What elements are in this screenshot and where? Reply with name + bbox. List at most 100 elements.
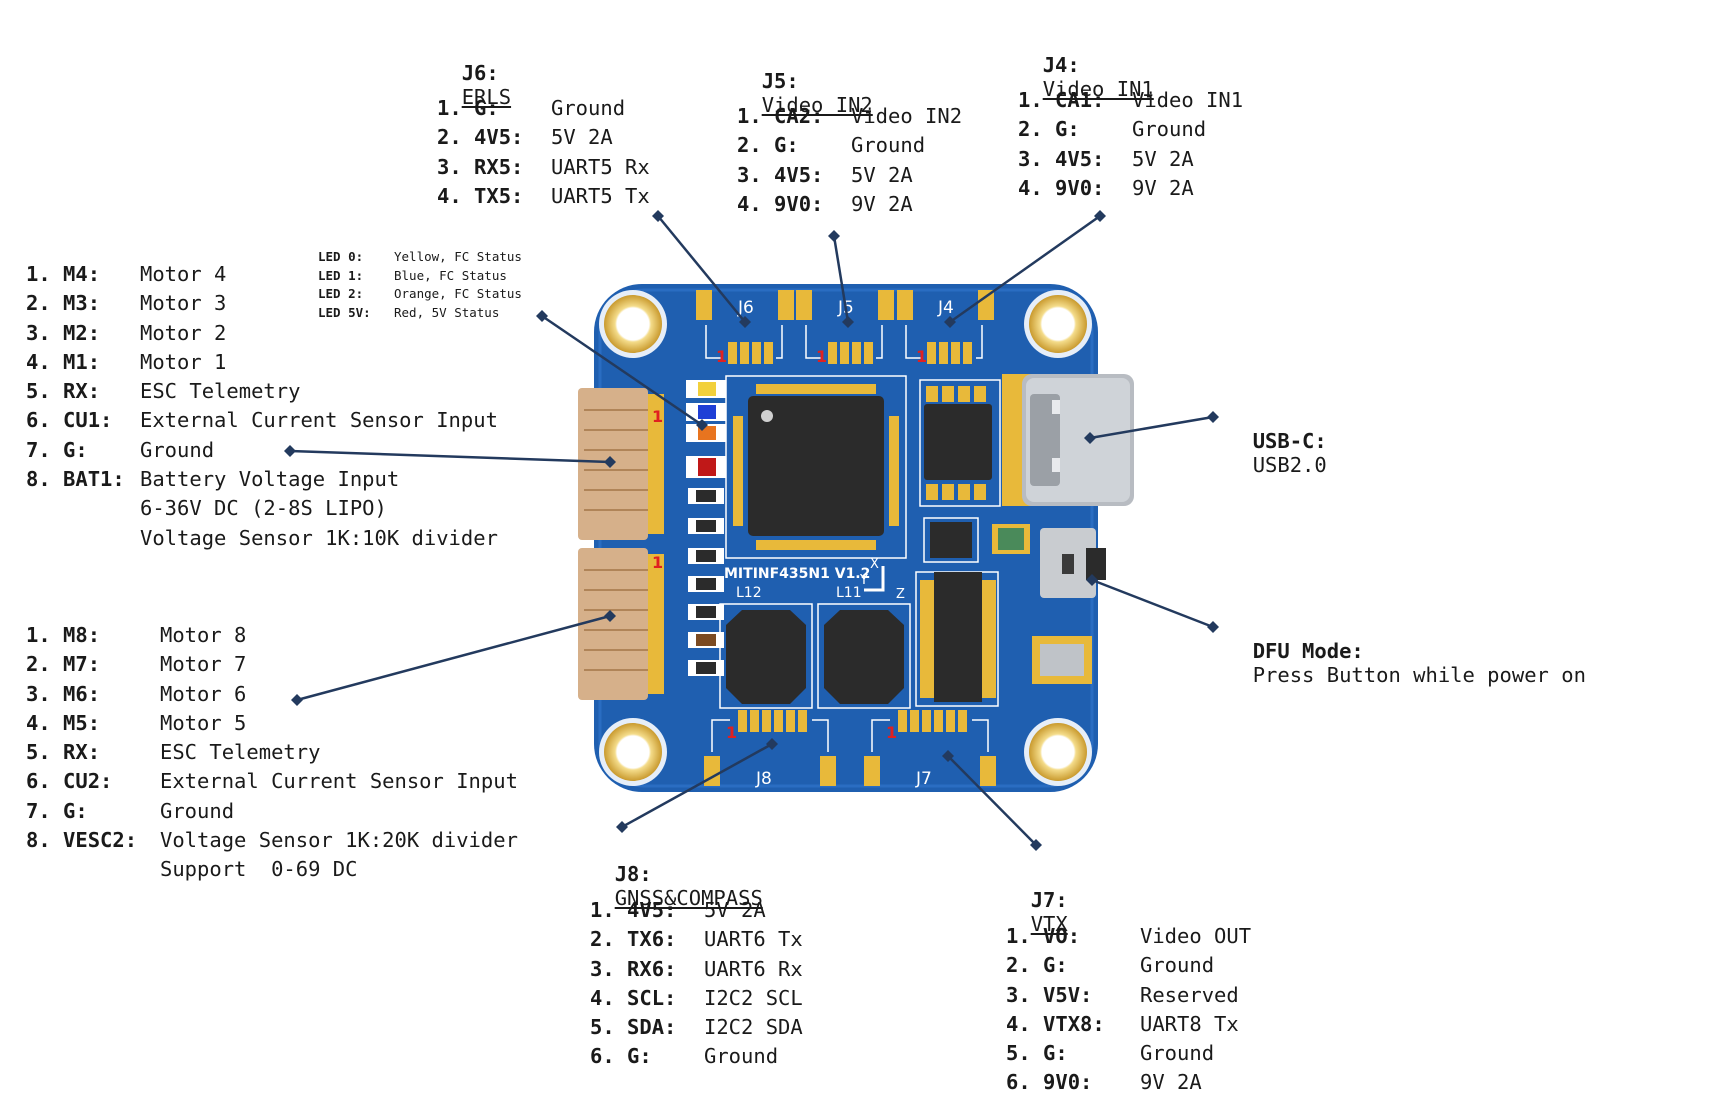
pin-name: 1. 4V5: (590, 898, 677, 922)
pin-name: 4. SCL: (590, 985, 677, 1010)
pin-description: Reserved (1140, 982, 1239, 1007)
pin-description: Video IN2 (851, 104, 963, 128)
pin-name: 3. M6: (26, 681, 101, 706)
j5-subtitle: Video IN2 (761, 93, 873, 117)
pin-description: Ground (140, 437, 215, 462)
pin-name: 3. 4V5: (737, 162, 824, 187)
pin-row: 3. V5V:Reserved (1006, 981, 1251, 1010)
usb-c-port (1002, 374, 1134, 506)
leader-j7 (947, 755, 1037, 846)
pin-row: 4. VTX8:UART8 Tx (1006, 1010, 1251, 1039)
pin-row: 3. RX5: UART5 Rx (437, 153, 650, 182)
dfu-button (1040, 528, 1106, 598)
j8-header: J8: GNSS&COMPASS (590, 838, 763, 910)
pin-row: 1. M8:Motor 8 (26, 621, 518, 650)
pin-row: 5. RX:ESC Telemetry (26, 738, 518, 767)
pin-row: 2. G: Ground (1018, 115, 1243, 144)
pin-name: LED 2: (318, 286, 364, 301)
pin-row: 8. BAT1:Battery Voltage Input (26, 465, 498, 494)
pin-description: 9V 2A (1132, 175, 1194, 200)
silk-j4: J4 (937, 298, 954, 318)
pin-row: 7. G: Ground (26, 797, 518, 826)
pin-name: 8. VESC2: (26, 828, 138, 853)
j4-subtitle: Video IN1 (1042, 77, 1154, 101)
leader-j6 (657, 215, 746, 323)
leader-lines (289, 214, 1214, 846)
pin-row: 6. 9V0:9V 2A (1006, 1068, 1251, 1097)
pin-name (26, 855, 160, 884)
svg-text:Y: Y (859, 573, 868, 588)
svg-text:Z: Z (896, 587, 905, 602)
pin-description: 9V 2A (851, 191, 913, 216)
pin-name: 4. TX5: (437, 183, 524, 208)
pin-name: 6. CU1: (26, 408, 113, 433)
pin-row: 6. CU1:External Current Sensor Input (26, 406, 498, 435)
pin-description: 6-36V DC (2-8S LIPO) (140, 496, 387, 521)
leader-motors-a (289, 449, 611, 464)
j5-header: J5: Video IN2 (737, 45, 873, 117)
pin-row: 8. VESC2: Voltage Sensor 1K:20K divider (26, 826, 518, 855)
pin-description: Ground (1140, 953, 1215, 978)
pin-description: ESC Telemetry (140, 379, 301, 404)
pin-description: Motor 2 (140, 320, 227, 345)
svg-text:1: 1 (652, 553, 663, 572)
pin-description: Motor 4 (140, 262, 227, 286)
pin-description: Voltage Sensor 1K:10K divider (140, 525, 498, 550)
silk-j6: J6 (737, 298, 754, 318)
pin-row: 4. TX5:UART5 Tx (437, 182, 650, 211)
j8-subtitle: GNSS&COMPASS (614, 886, 763, 910)
pin-description: Ground (551, 96, 626, 120)
pin-row: 3. 4V5: 5V 2A (737, 161, 962, 190)
pin-name: 4. M5: (26, 710, 101, 735)
pin-name: 6. 9V0: (1006, 1070, 1093, 1095)
pin-name: 2. G: (1018, 117, 1080, 142)
pin-description: Ground (160, 798, 235, 823)
pin-row: 2. G:Ground (737, 131, 962, 160)
pin-row: 4. 9V0: 9V 2A (737, 190, 962, 219)
pin-description: 5V 2A (851, 162, 913, 187)
pin-description: UART6 Rx (704, 956, 803, 981)
pin-name: 6. CU2: (26, 769, 113, 794)
pin-name: 3. RX5: (437, 154, 524, 179)
pin-row: 5. RX:ESC Telemetry (26, 377, 498, 406)
j8-title: J8: (614, 862, 652, 886)
svg-text:1: 1 (916, 347, 927, 366)
usb-c-label: USB-C: USB2.0 (1228, 405, 1327, 477)
dfu-name: DFU Mode: (1252, 639, 1364, 663)
pin-name: 5. SDA: (590, 1015, 677, 1040)
pin-description: I2C2 SCL (704, 985, 803, 1010)
dfu-label: DFU Mode: Press Button while power on (1228, 615, 1586, 687)
pin-row: 4. 9V0:9V 2A (1018, 174, 1243, 203)
pin-row: 3. M6:Motor 6 (26, 680, 518, 709)
pin-row: 2. M3:Motor 3 (26, 289, 498, 318)
pin-description: Voltage Sensor 1K:20K divider (160, 828, 518, 853)
pin-name: LED 0: (318, 249, 364, 264)
pin-row: LED 0:Yellow, FC Status (318, 248, 522, 267)
leader-j8 (621, 742, 773, 829)
pin-name: 2. G: (1006, 953, 1068, 978)
pin-name: 5. RX: (26, 740, 101, 765)
top-connectors (696, 290, 994, 364)
pin-description: I2C2 SDA (704, 1015, 803, 1040)
pin-description: Ground (1140, 1041, 1215, 1066)
pin-description: Motor 8 (160, 623, 247, 647)
pin-name: 4. 9V0: (737, 191, 824, 216)
pin-description: 5V 2A (1132, 146, 1194, 171)
svg-text:L11: L11 (836, 585, 862, 601)
leader-endpoints (284, 210, 1219, 851)
pin-name: 7. G: (26, 798, 88, 823)
pin-description: UART5 Rx (551, 154, 650, 179)
pin-name: LED 5V: (318, 304, 371, 320)
pin-row: 3. M2:Motor 2 (26, 319, 498, 348)
pin-description: Motor 5 (160, 710, 247, 735)
osd-chip (934, 572, 982, 702)
pin-description: Ground (1132, 117, 1207, 142)
svg-text:L12: L12 (736, 585, 762, 601)
j6-header: J6: ERLS (437, 37, 511, 109)
pin-row: 1. G:Ground (437, 94, 650, 123)
pin-name: 4. VTX8: (1006, 1011, 1105, 1036)
